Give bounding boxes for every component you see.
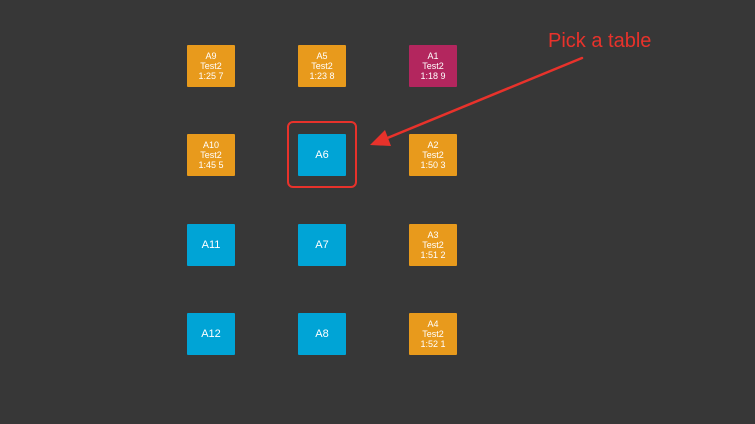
table-a4[interactable]: A4 Test2 1:52 1 (409, 313, 457, 355)
table-name: A4 (427, 319, 439, 329)
table-a1[interactable]: A1 Test2 1:18 9 (409, 45, 457, 87)
table-guest: Test2 (422, 150, 444, 160)
table-name: A11 (201, 239, 221, 251)
table-guest: Test2 (422, 61, 444, 71)
table-name: A12 (201, 328, 221, 340)
table-name: A3 (427, 230, 439, 240)
table-time: 1:25 7 (198, 71, 224, 81)
table-a6[interactable]: A6 (298, 134, 346, 176)
table-name: A10 (202, 140, 219, 150)
table-time: 1:45 5 (198, 160, 224, 170)
table-time: 1:50 3 (420, 160, 446, 170)
table-name: A1 (427, 51, 439, 61)
table-guest: Test2 (422, 329, 444, 339)
table-time: 1:23 8 (309, 71, 335, 81)
table-name: A5 (316, 51, 328, 61)
table-guest: Test2 (200, 150, 222, 160)
table-a3[interactable]: A3 Test2 1:51 2 (409, 224, 457, 266)
table-time: 1:52 1 (420, 339, 446, 349)
table-name: A7 (315, 239, 329, 251)
table-name: A8 (315, 328, 329, 340)
table-a2[interactable]: A2 Test2 1:50 3 (409, 134, 457, 176)
table-guest: Test2 (200, 61, 222, 71)
table-time: 1:18 9 (420, 71, 446, 81)
table-a11[interactable]: A11 (187, 224, 235, 266)
table-guest: Test2 (422, 240, 444, 250)
table-a7[interactable]: A7 (298, 224, 346, 266)
table-a8[interactable]: A8 (298, 313, 346, 355)
table-name: A6 (315, 149, 329, 161)
selection-highlight (287, 121, 357, 188)
table-guest: Test2 (311, 61, 333, 71)
table-a12[interactable]: A12 (187, 313, 235, 355)
table-a5[interactable]: A5 Test2 1:23 8 (298, 45, 346, 87)
table-time: 1:51 2 (420, 250, 446, 260)
callout-label: Pick a table (548, 30, 652, 52)
table-a10[interactable]: A10 Test2 1:45 5 (187, 134, 235, 176)
table-name: A2 (427, 140, 439, 150)
table-a9[interactable]: A9 Test2 1:25 7 (187, 45, 235, 87)
table-name: A9 (205, 51, 217, 61)
